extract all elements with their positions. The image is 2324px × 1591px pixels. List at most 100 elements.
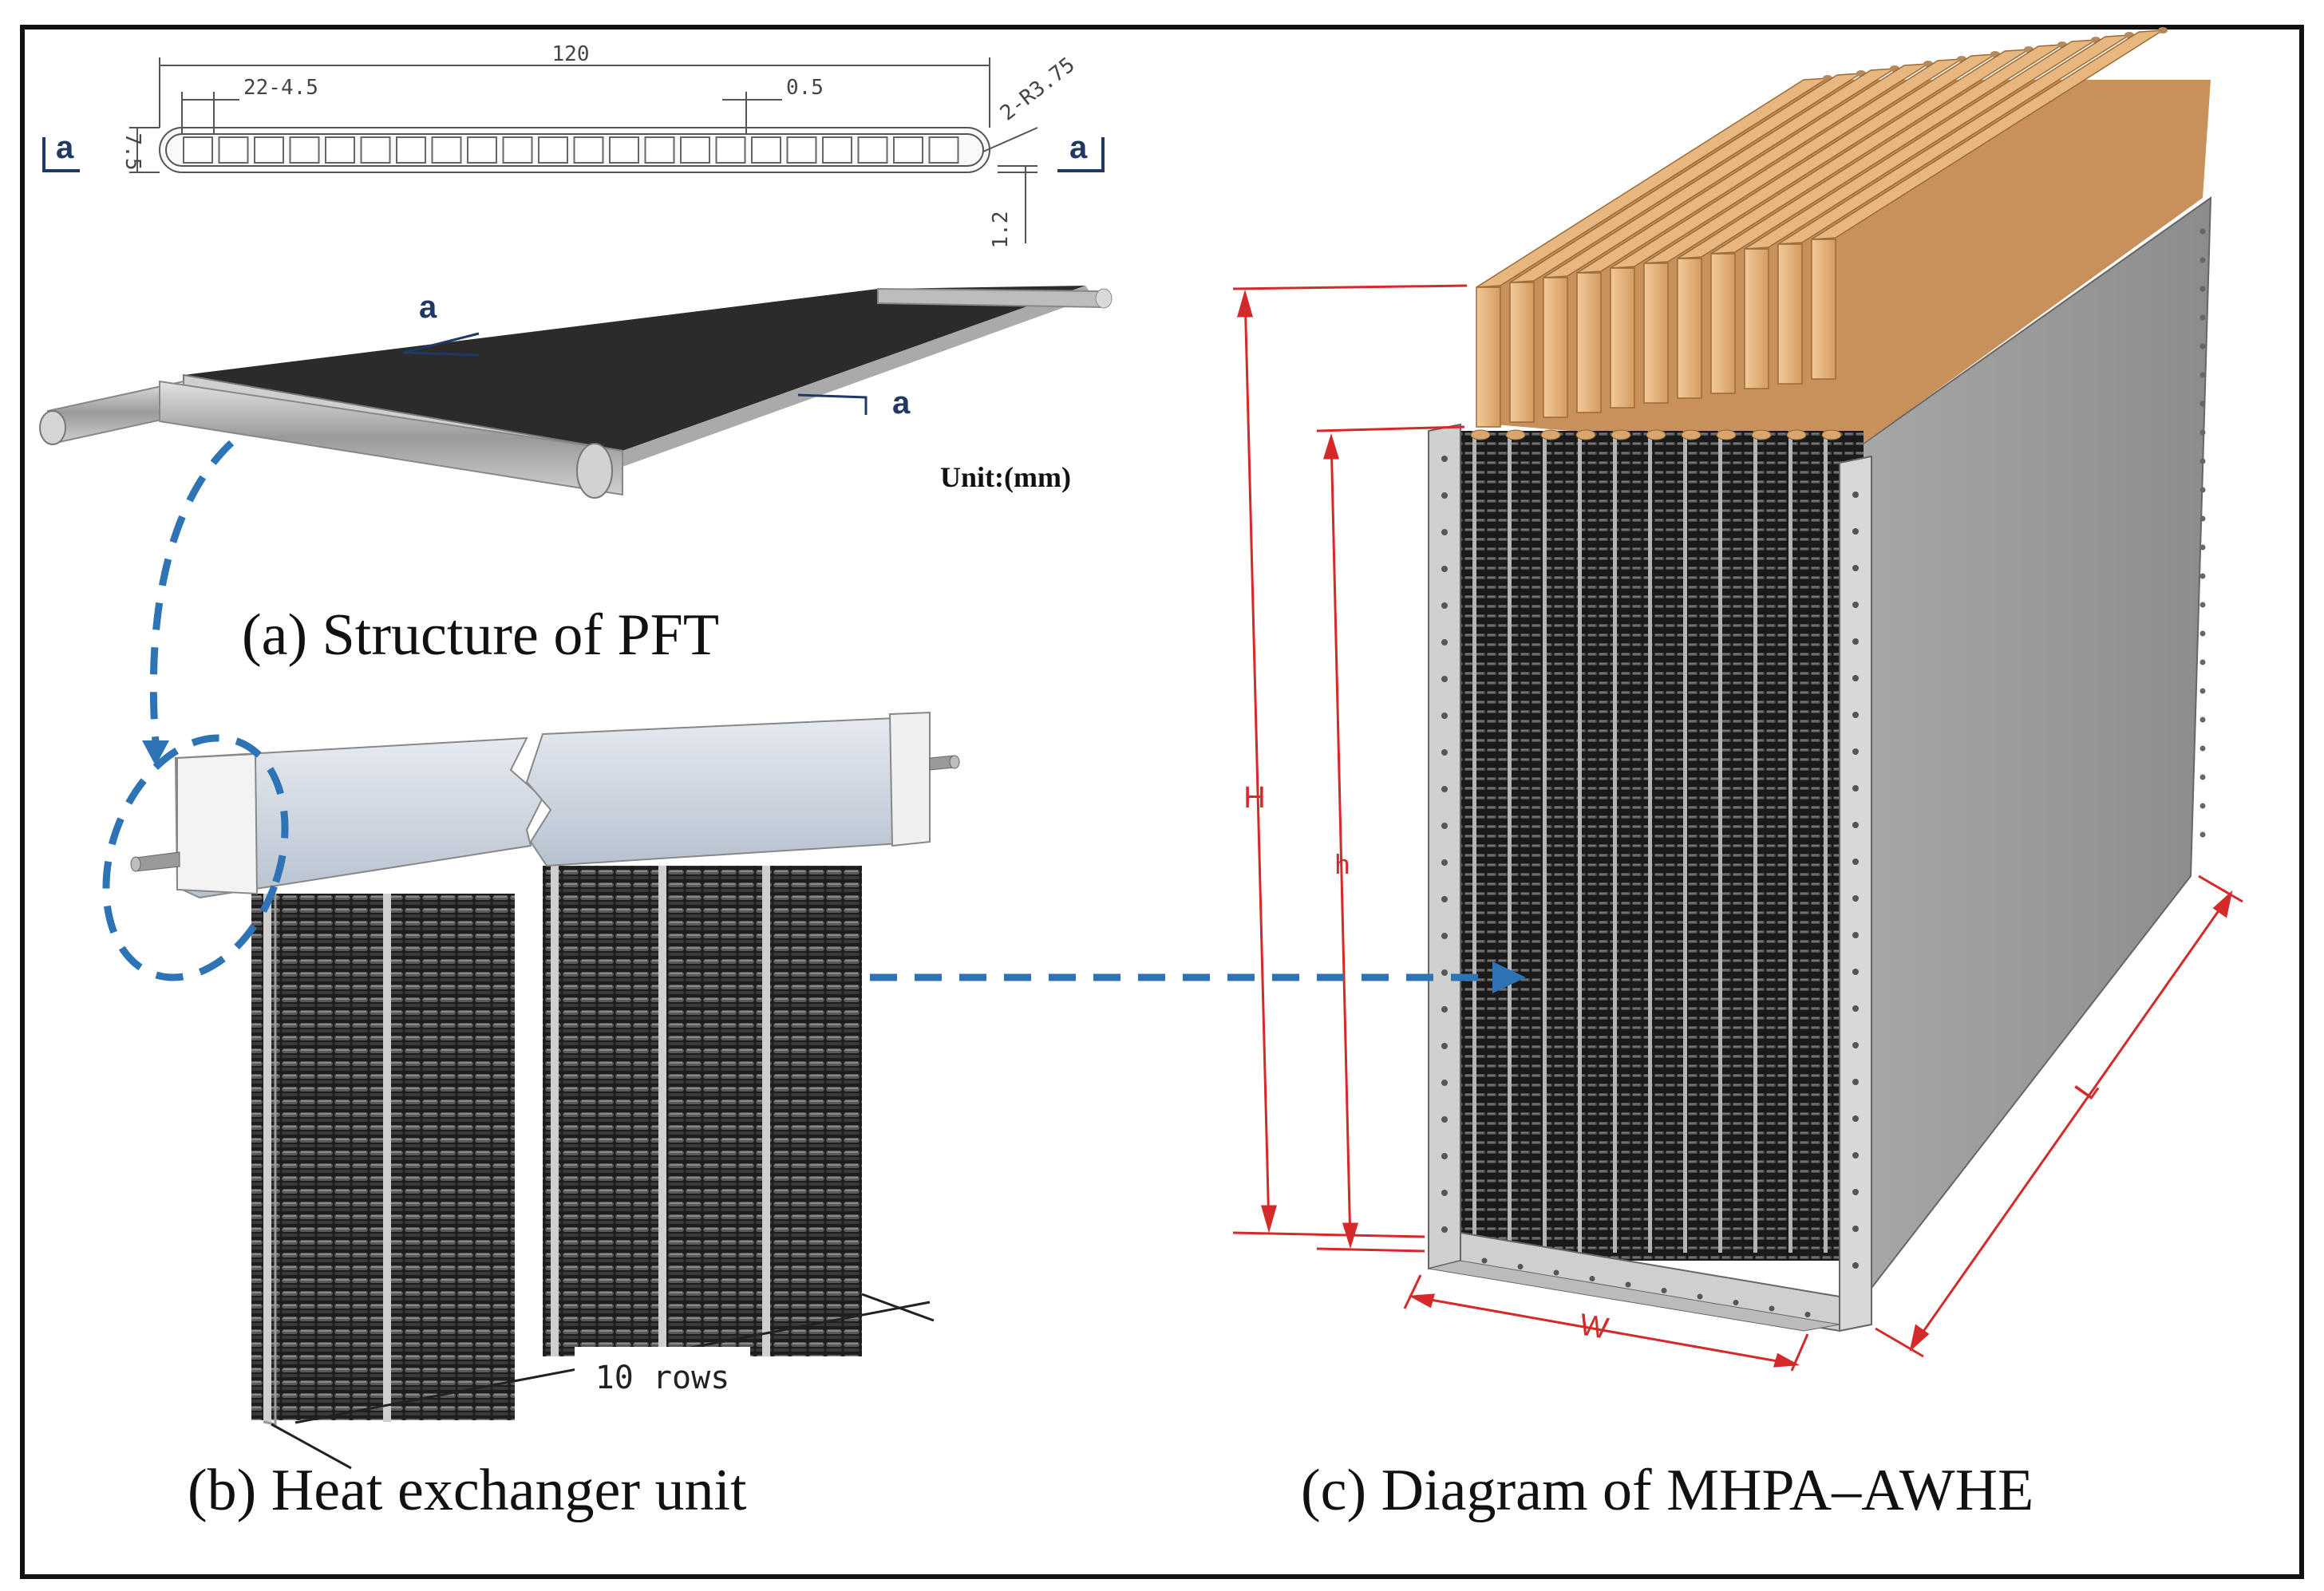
dim-L-line — [1875, 874, 2243, 1358]
rivet — [2200, 831, 2206, 838]
rivet — [1852, 1226, 1859, 1232]
channel — [644, 136, 675, 164]
dim-H-line — [1232, 284, 1468, 1238]
rivet — [2200, 774, 2206, 780]
rivet — [2200, 630, 2206, 637]
dim-channels: 22-4.5 — [243, 76, 318, 100]
rivet — [2200, 458, 2206, 464]
tube-edge — [1578, 431, 1582, 1253]
rivet — [1852, 932, 1859, 938]
channel — [893, 136, 923, 164]
rivet — [1441, 1226, 1448, 1233]
tube-edge — [1508, 431, 1512, 1253]
channel — [786, 136, 817, 164]
wood-plate-front — [1677, 258, 1702, 399]
rivet — [2200, 372, 2206, 378]
rivet — [1769, 1305, 1775, 1312]
rivet — [1441, 639, 1448, 645]
rivet — [2200, 573, 2206, 579]
pft-cross-section — [129, 57, 1038, 243]
dashed-flow-arrow-icon — [102, 440, 1500, 981]
channel — [857, 136, 888, 164]
channel — [396, 136, 426, 164]
section-arrow-icon — [797, 393, 868, 415]
wood-plate-front — [1509, 282, 1535, 423]
rivet — [1517, 1264, 1524, 1269]
tube-edge — [1683, 431, 1687, 1253]
rivet — [1441, 1006, 1448, 1013]
channel — [254, 136, 284, 164]
panel-c: H h W L (c) Diagram of MHPA–AWHE — [1232, 27, 2243, 1523]
panel-a: 120 22-4.5 0.5 2-R3.75 7.5 1.2 a a — [39, 42, 1113, 668]
channel — [573, 136, 604, 164]
dim-height: 7.5 — [121, 133, 144, 171]
dim-W-label: W — [1577, 1308, 1611, 1346]
section-mark-3d-lower: a — [797, 385, 911, 420]
dim-H-label: H — [1243, 781, 1265, 815]
tube-cap — [1681, 429, 1702, 440]
rivet — [1441, 492, 1448, 499]
caption-a: (a) Structure of PFT — [242, 602, 719, 668]
channel — [609, 136, 639, 164]
rivet — [1441, 749, 1448, 756]
rivet — [2200, 659, 2206, 665]
rivet — [1852, 1115, 1859, 1122]
channel — [431, 136, 462, 164]
tube-cap — [1786, 429, 1807, 440]
tube-edge — [1753, 431, 1757, 1253]
rivet — [2200, 803, 2206, 809]
tube-cap — [1470, 429, 1491, 440]
channel — [680, 136, 710, 164]
rivet — [1441, 1190, 1448, 1196]
dim-length: 120 — [552, 42, 590, 66]
tube-edge — [1472, 431, 1476, 1253]
pft-3d — [39, 286, 1113, 499]
rivet — [1441, 786, 1448, 792]
section-arrow-icon — [402, 332, 480, 357]
rivet — [1852, 712, 1859, 718]
channel — [502, 136, 533, 164]
tube-edge — [1543, 431, 1547, 1253]
channel — [822, 136, 852, 164]
rivet — [1852, 528, 1859, 535]
unit-label: Unit:(mm) — [940, 461, 1071, 493]
caption-c: (c) Diagram of MHPA–AWHE — [1301, 1458, 2034, 1523]
rivet — [1441, 529, 1448, 535]
section-mark-right: a — [1057, 130, 1105, 172]
channel — [360, 136, 391, 164]
channel — [183, 136, 213, 164]
plate-pin — [2158, 27, 2168, 34]
rivet — [2200, 515, 2206, 522]
tube-cap — [1716, 429, 1737, 440]
wood-plate-front — [1610, 267, 1635, 409]
rivet — [1852, 492, 1859, 498]
rivet — [1852, 602, 1859, 608]
rivet — [2200, 401, 2206, 407]
rivet — [2200, 314, 2206, 321]
rivet — [1661, 1288, 1667, 1293]
section-label-3d-upper: a — [419, 290, 437, 325]
section-arrow-icon — [42, 137, 80, 172]
rivet — [1441, 1043, 1448, 1049]
rivet — [1441, 1153, 1448, 1159]
tube-edge — [1648, 431, 1652, 1253]
channel — [928, 136, 959, 164]
rivet — [1852, 822, 1859, 828]
channel — [218, 136, 249, 164]
dim-thickness: 1.2 — [989, 211, 1013, 249]
fin-block-left — [251, 894, 515, 1426]
tube-cap — [1646, 429, 1666, 440]
caption-b: (b) Heat exchanger unit — [188, 1458, 747, 1523]
rivet — [1625, 1281, 1631, 1288]
wood-plate-front — [1744, 248, 1769, 389]
rivet — [1697, 1293, 1703, 1300]
front-assembly — [1428, 228, 2206, 1332]
section-label-left: a — [56, 130, 74, 165]
rivet — [1733, 1300, 1739, 1305]
rivet — [1852, 895, 1859, 902]
rivet — [1481, 1257, 1488, 1264]
wood-plate-front — [1476, 286, 1501, 428]
rivet — [2200, 343, 2206, 349]
fin-block-right — [543, 866, 862, 1356]
